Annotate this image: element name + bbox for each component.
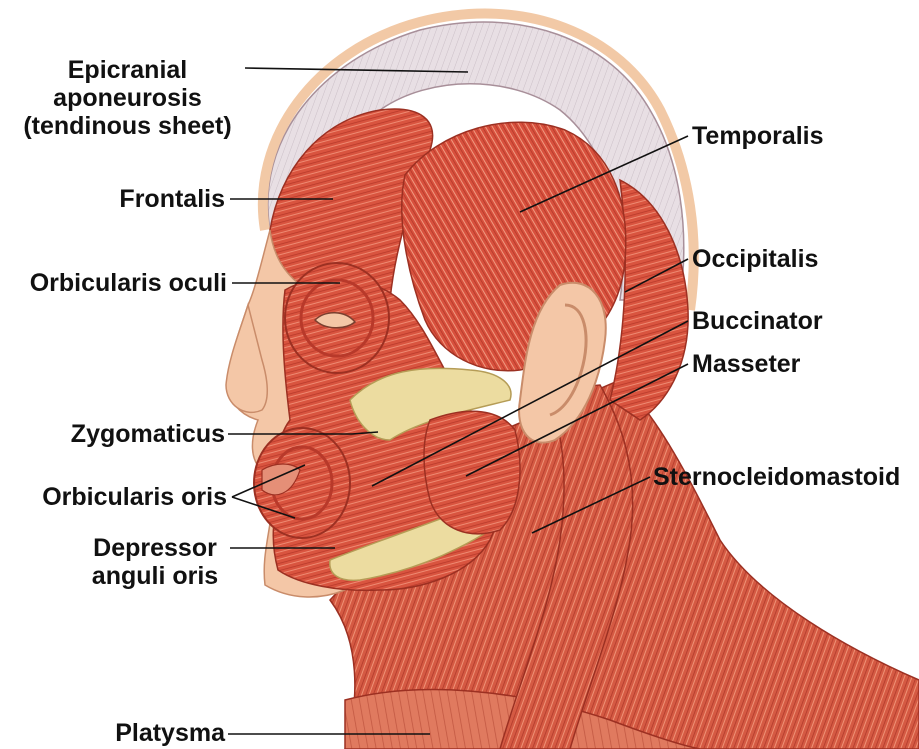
label-depressor-line-1: Depressor bbox=[85, 534, 225, 562]
label-platysma: Platysma bbox=[100, 719, 225, 747]
label-orbicularis-oculi: Orbicularis oculi bbox=[5, 269, 227, 297]
label-orbicularis-oris: Orbicularis oris bbox=[15, 483, 227, 511]
label-occipitalis: Occipitalis bbox=[692, 245, 818, 273]
label-depressor-anguli-oris: Depressor anguli oris bbox=[85, 534, 225, 590]
label-zygomaticus: Zygomaticus bbox=[30, 420, 225, 448]
label-temporalis: Temporalis bbox=[692, 122, 824, 150]
label-masseter: Masseter bbox=[692, 350, 800, 378]
label-epicranial-line-3: (tendinous sheet) bbox=[10, 112, 245, 140]
label-depressor-line-2: anguli oris bbox=[85, 562, 225, 590]
label-sternocleidomastoid: Sternocleidomastoid bbox=[653, 463, 900, 491]
label-epicranial-line-2: aponeurosis bbox=[10, 84, 245, 112]
label-frontalis: Frontalis bbox=[40, 185, 225, 213]
label-buccinator: Buccinator bbox=[692, 307, 823, 335]
label-epicranial-aponeurosis: Epicranial aponeurosis (tendinous sheet) bbox=[10, 56, 245, 140]
label-epicranial-line-1: Epicranial bbox=[10, 56, 245, 84]
